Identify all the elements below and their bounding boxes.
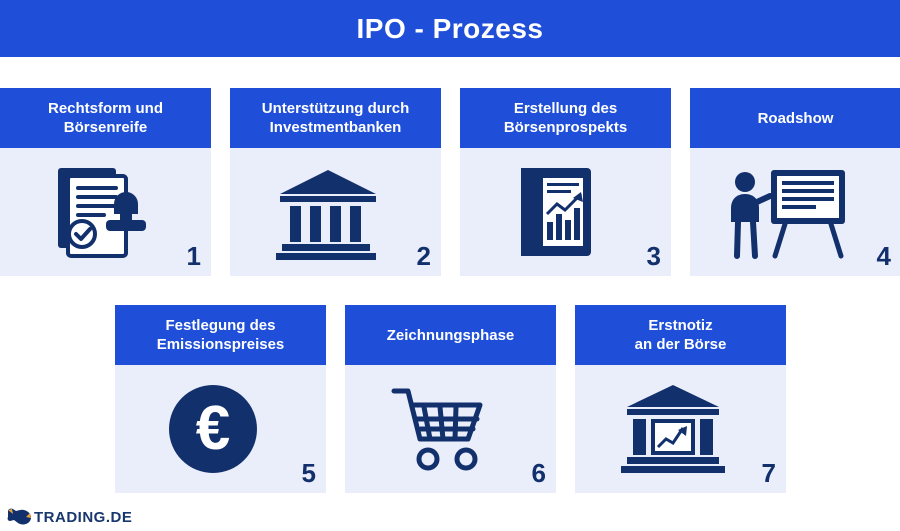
logo-text: TRADING.DE [34,508,133,526]
bull-logo-icon [7,508,32,525]
step-card-2-header: Unterstützung durch Investmentbanken [230,88,441,148]
step-card-7-title-line1: Erstnotiz [648,317,713,334]
step-card-4-title-line1: Roadshow [757,109,834,127]
step-card-1-header: Rechtsform und Börsenreife [0,88,211,148]
step-card-2: Unterstützung durch Investmentbanken [230,88,441,276]
step-card-3-title-line2: Börsenprospekts [503,119,628,136]
page-title: IPO - Prozess [356,12,544,44]
stock-exchange-icon [575,365,786,493]
step-card-1-body: 1 [0,148,211,276]
step-card-4-header: Roadshow [690,88,900,148]
step-card-2-body: 2 [230,148,441,276]
step-card-4-number: 4 [876,241,891,271]
step-card-5-body: € 5 [115,365,326,493]
step-card-1-title-line2: Börsenreife [63,119,148,136]
step-card-3-title-line1: Erstellung des [513,100,618,117]
step-card-5-title-line1: Festlegung des [165,317,276,334]
step-card-7-body: 7 [575,365,786,493]
presentation-person-icon [690,148,900,276]
title-bar: IPO - Prozess [0,0,900,57]
step-card-5-number: 5 [301,458,316,488]
bank-building-icon [230,148,441,276]
step-card-3-body: 3 [460,148,671,276]
step-card-7-title-line2: an der Börse [634,336,727,353]
step-card-7-number: 7 [761,458,776,488]
shopping-cart-icon [345,365,556,493]
step-card-1-title-line1: Rechtsform und [47,100,163,117]
step-card-2-number: 2 [416,241,431,271]
site-logo[interactable]: TRADING.DE [6,507,132,527]
step-card-3: Erstellung des Börsenprospekts [460,88,671,276]
step-card-4: Roadshow [690,88,900,276]
step-card-5: Festlegung des Emissionspreises € 5 [115,305,326,493]
step-card-3-number: 3 [646,241,661,271]
step-card-2-title-line1: Unterstützung durch [261,100,410,117]
step-card-3-header: Erstellung des Börsenprospekts [460,88,671,148]
step-card-6: Zeichnungsphase 6 [345,305,556,493]
step-card-6-number: 6 [531,458,546,488]
svg-text:€: € [195,394,229,463]
step-card-5-title-line2: Emissionspreises [156,336,285,353]
step-card-6-title-line1: Zeichnungsphase [386,326,515,344]
step-card-4-body: 4 [690,148,900,276]
euro-coin-icon: € [115,365,326,493]
contract-stamp-icon [0,148,211,276]
step-card-2-title-line2: Investmentbanken [269,119,402,136]
step-card-7-header: Erstnotiz an der Börse [575,305,786,365]
step-card-6-header: Zeichnungsphase [345,305,556,365]
prospectus-document-icon [460,148,671,276]
step-card-1: Rechtsform und Börsenreife [0,88,211,276]
step-card-7: Erstnotiz an der Börse [575,305,786,493]
step-card-5-header: Festlegung des Emissionspreises [115,305,326,365]
step-card-1-number: 1 [186,241,201,271]
step-card-6-body: 6 [345,365,556,493]
